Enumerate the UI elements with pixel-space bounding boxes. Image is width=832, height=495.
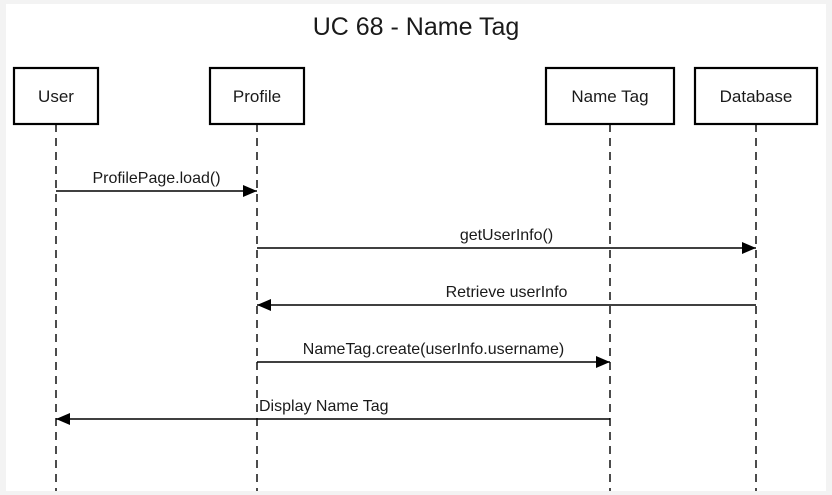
participant-box	[12, 66, 100, 126]
messages: ProfilePage.load() getUserInfo() Retrieve …	[56, 170, 756, 425]
participant-nametag: Name Tag	[544, 66, 676, 126]
diagram-title: UC 68 - Name Tag	[313, 13, 520, 41]
participant-label: Name Tag	[571, 87, 648, 106]
participant-label: Profile	[233, 87, 281, 106]
message-label: Retrieve userInfo	[446, 284, 568, 301]
message: ProfilePage.load()	[56, 170, 257, 197]
participant-label: User	[38, 87, 74, 106]
message-label: ProfilePage.load()	[92, 170, 220, 187]
message: Display Name Tag	[56, 398, 610, 425]
message: Retrieve userInfo	[257, 284, 756, 311]
message-label: Display Name Tag	[259, 398, 389, 415]
participant-label: Database	[720, 87, 793, 106]
message: NameTag.create(userInfo.username)	[257, 341, 610, 368]
message-label: getUserInfo()	[460, 227, 553, 244]
participant-profile: Profile	[208, 66, 306, 126]
participants: User Profile Name Tag Database	[12, 66, 819, 126]
message-label: NameTag.create(userInfo.username)	[303, 341, 564, 358]
participant-database: Database	[693, 66, 819, 126]
message: getUserInfo()	[257, 227, 756, 254]
participant-user: User	[12, 66, 100, 126]
participant-box	[693, 66, 819, 126]
participant-box	[544, 66, 676, 126]
participant-box	[208, 66, 306, 126]
